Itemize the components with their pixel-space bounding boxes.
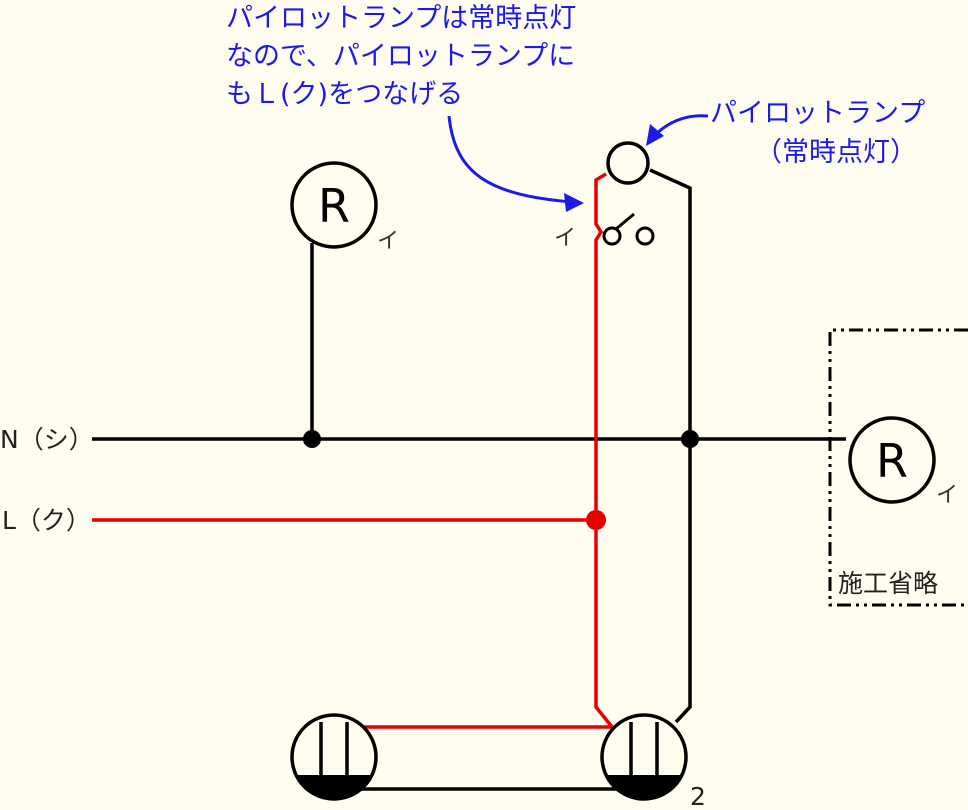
outlet-count: 2 [690, 782, 706, 810]
right-light-fixture: R [848, 416, 936, 504]
omitted-area-label: 施工省略 [838, 569, 938, 598]
right-outlet-box-icon [600, 713, 688, 801]
note-line-2: なので、パイロットランプに [226, 41, 575, 72]
pilot-arrow [646, 114, 709, 146]
pilot-lamp-label: パイロットランプ [710, 98, 925, 129]
note-arrow [447, 115, 584, 212]
right-light-switch-id: イ [936, 483, 958, 508]
pilot-lamp-sublabel: （常時点灯） [755, 137, 917, 168]
switch-icon [602, 212, 655, 246]
left-outlet-box-icon [290, 713, 378, 801]
omitted-area-box [828, 328, 968, 607]
junction-dot-right [681, 430, 699, 448]
neutral-label: N（シ） [0, 425, 94, 454]
switch-id: イ [554, 226, 576, 251]
black-return-wire [649, 168, 692, 724]
line-label: L（ク） [2, 506, 91, 535]
junction-dot-left [303, 430, 321, 448]
left-light-fixture: R [290, 161, 378, 249]
pilot-lamp-icon [606, 141, 650, 185]
junction-dot-red [586, 510, 606, 530]
note-line-3: もＬ(ク)をつなげる [226, 79, 463, 110]
left-light-symbol: R [318, 179, 350, 233]
left-light-switch-id: イ [377, 229, 399, 254]
red-feed-wire [594, 172, 614, 729]
note-line-1: パイロットランプは常時点灯 [226, 3, 576, 34]
right-light-symbol: R [876, 434, 908, 488]
